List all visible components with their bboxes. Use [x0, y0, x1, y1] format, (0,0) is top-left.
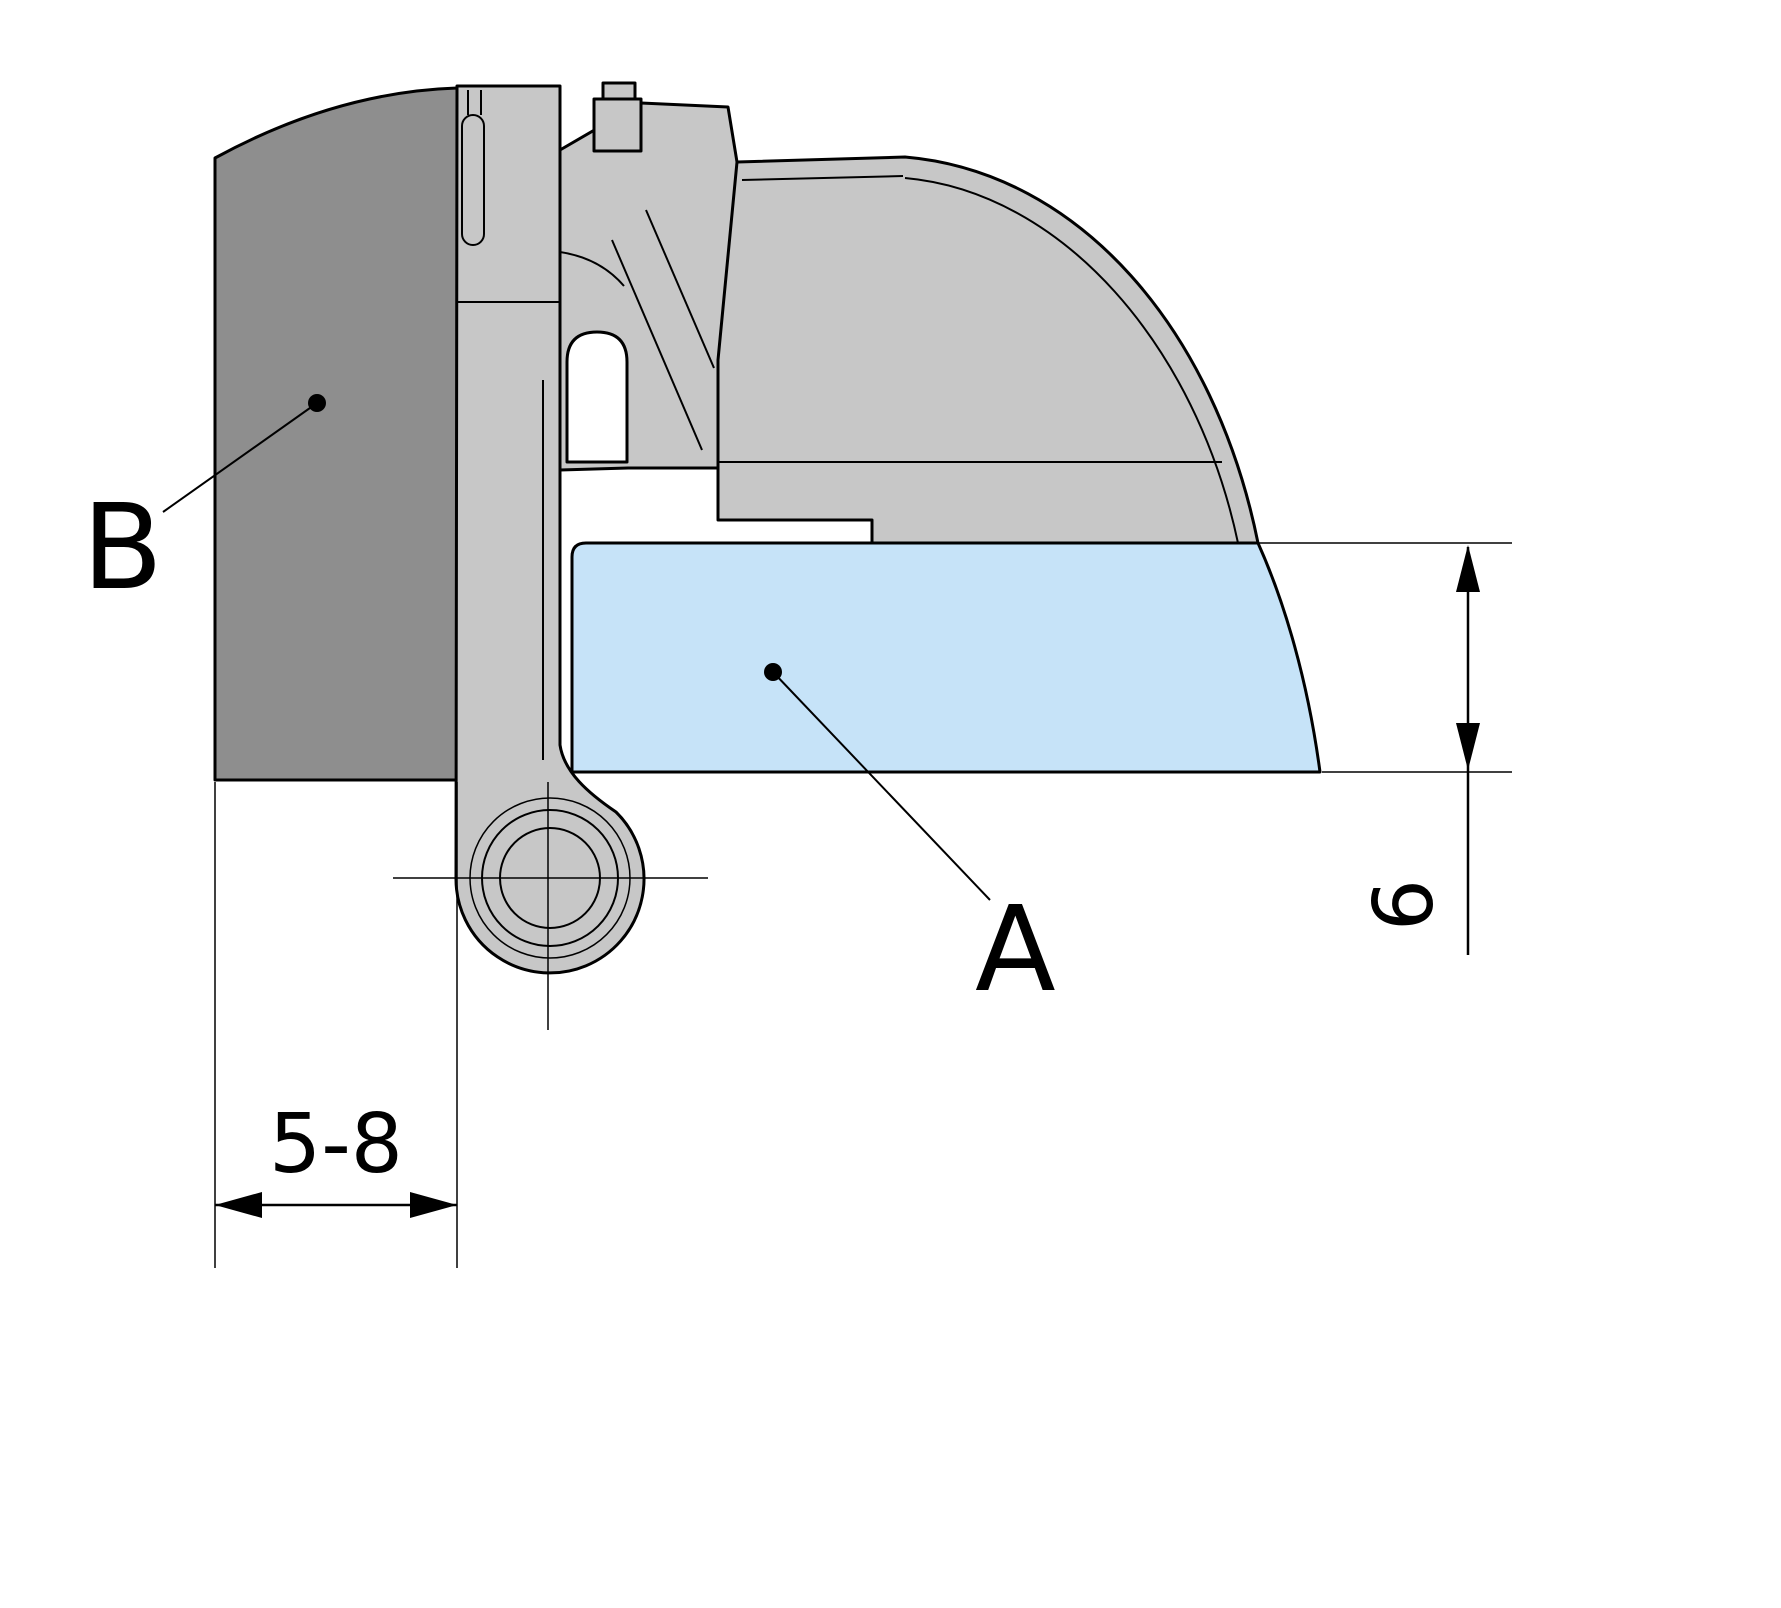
- hinge-cup-diagonal-line-1: [611, 239, 703, 451]
- glass-panel-a: [570, 541, 1322, 774]
- hinge-screw-cap-top: [601, 81, 637, 101]
- arrowhead-6-bottom: [1456, 723, 1480, 770]
- door-leaf-top-inner-line: [741, 175, 904, 181]
- arrowhead-6-top: [1456, 545, 1480, 592]
- door-leaf-section: [703, 155, 1260, 545]
- hinge-cup-curve-detail: [559, 251, 625, 287]
- frame-section-b: [213, 86, 459, 782]
- leader-dot-a: [764, 663, 782, 681]
- hinge-screw-cap-body: [592, 97, 643, 153]
- leader-dot-b: [308, 394, 326, 412]
- arrowhead-5-8-left: [215, 1192, 262, 1218]
- hinge-arm: [454, 84, 646, 975]
- door-leaf-inner-curve: [904, 177, 1239, 544]
- dimension-text-5-8: 5-8: [269, 1097, 403, 1192]
- dimension-text-6: 6: [1357, 879, 1452, 931]
- hinge-plate-slot: [461, 114, 485, 246]
- arrowhead-5-8-right: [410, 1192, 457, 1218]
- leader-line-a: [772, 671, 991, 901]
- label-b: B: [82, 478, 163, 616]
- leader-line-b: [162, 402, 318, 513]
- label-a: A: [975, 880, 1056, 1018]
- hinge-cup-diagonal-line-2: [645, 209, 715, 369]
- hinge-slot-hole: [565, 330, 629, 464]
